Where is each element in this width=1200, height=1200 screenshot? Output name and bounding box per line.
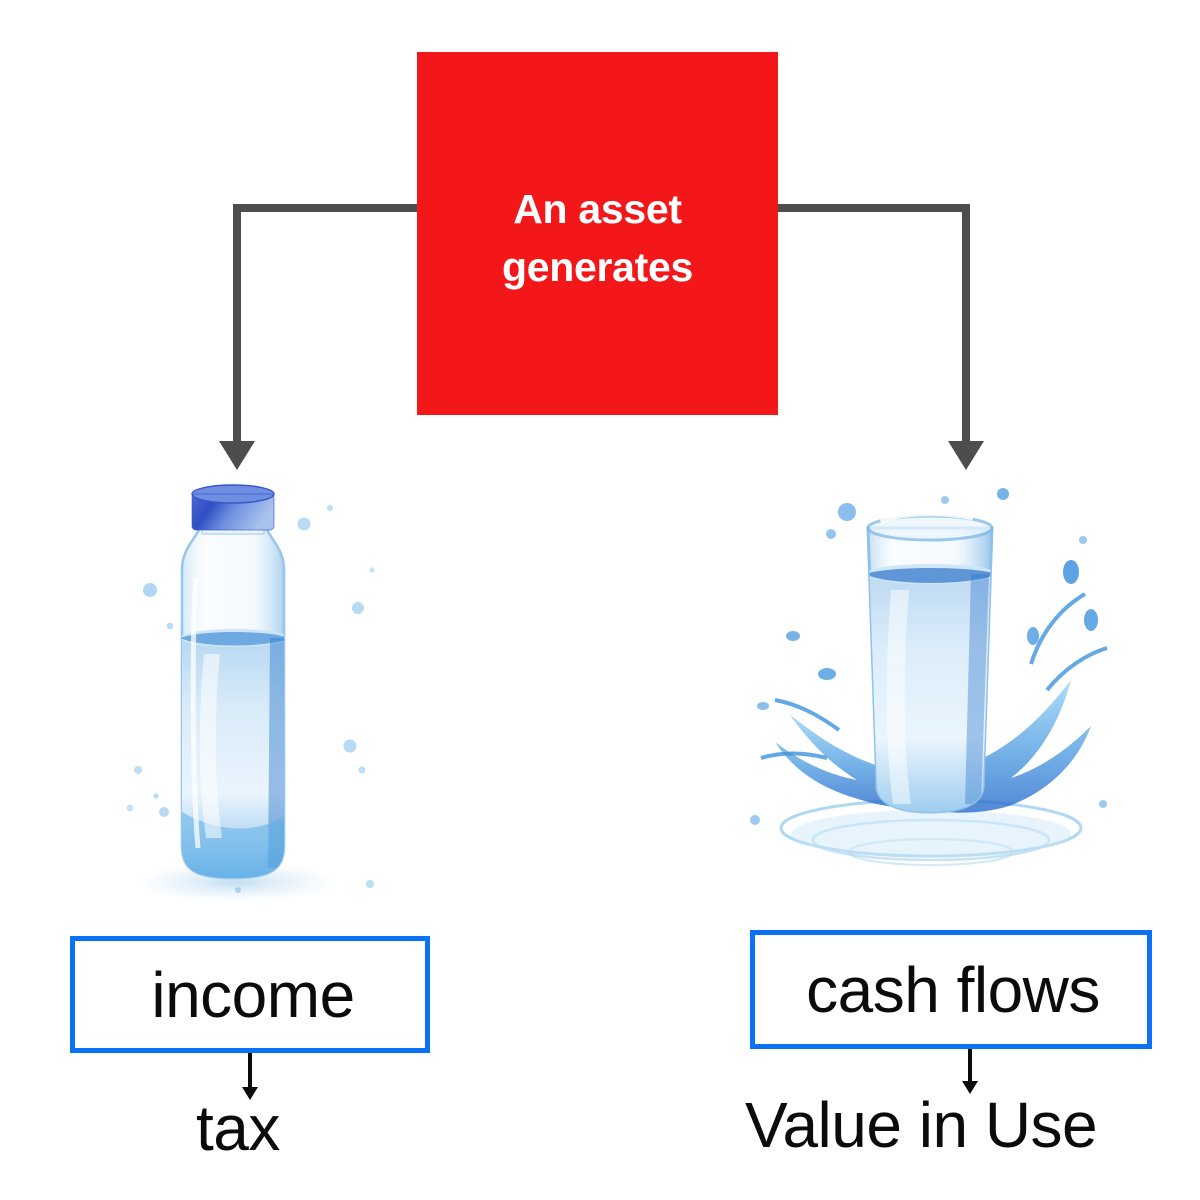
watercolor-splatter-dots [126,505,375,893]
result-box-cash-flows-label: cash flows [806,953,1100,1026]
leaf-label-tax: tax [196,1092,280,1164]
down-arrow-cashflows-to-value-in-use [962,1049,978,1094]
elbow-arrow-right [778,204,984,470]
result-box-income[interactable]: income [70,936,430,1053]
water-glass-splash-illustration [750,488,1108,867]
bottle-cap [191,484,275,531]
result-box-income-label: income [151,958,355,1031]
source-node-an-asset-generates[interactable]: An asset generates [417,52,778,415]
water-bottle-illustration [126,484,375,902]
result-box-cash-flows[interactable]: cash flows [750,930,1152,1049]
source-node-label: An asset generates [501,186,693,291]
splash-droplets [750,488,1107,825]
leaf-label-value-in-use: Value in Use [745,1089,1098,1161]
elbow-arrow-left [219,204,417,470]
